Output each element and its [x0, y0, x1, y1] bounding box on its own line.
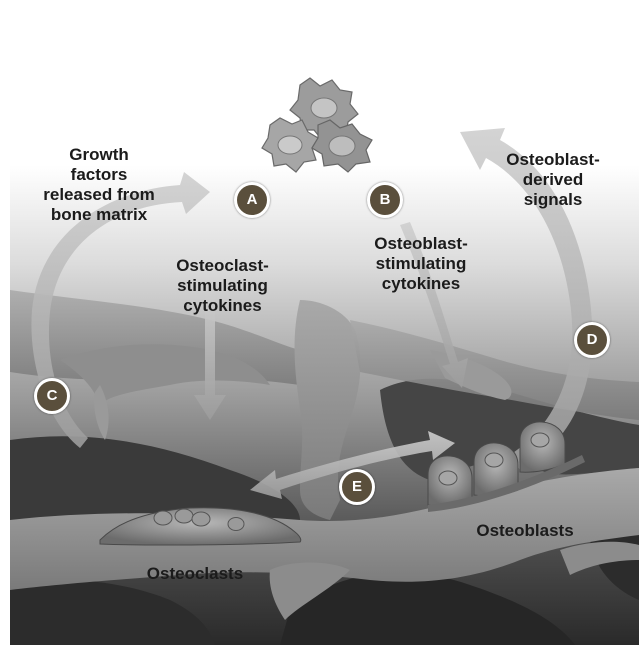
badge-b: B — [367, 182, 403, 218]
label-osteoblasts: Osteoblasts — [460, 521, 590, 541]
label-osteoblast-cytokines: Osteoblast- stimulating cytokines — [360, 234, 482, 294]
label-osteoclast-cytokines: Osteoclast- stimulating cytokines — [160, 256, 285, 316]
badge-d: D — [574, 322, 610, 358]
label-osteoclasts: Osteoclasts — [130, 564, 260, 584]
badge-e: E — [339, 469, 375, 505]
label-growth-factors: Growth factors released from bone matrix — [28, 145, 170, 225]
badge-c: C — [34, 378, 70, 414]
label-osteoblast-signals: Osteoblast- derived signals — [488, 150, 618, 210]
badge-a: A — [234, 182, 270, 218]
